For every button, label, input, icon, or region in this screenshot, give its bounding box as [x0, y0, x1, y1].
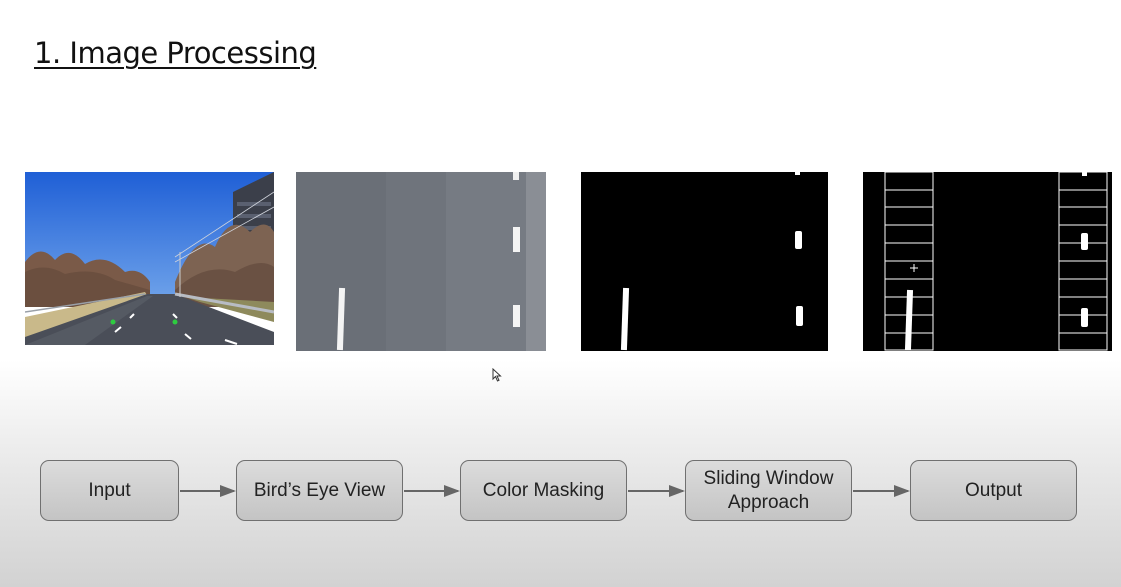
step-label: Output: [964, 479, 1023, 501]
color-mask-image: [581, 172, 828, 351]
sliding-window-image: [863, 172, 1112, 351]
step-color-masking-box: Color Masking: [460, 460, 627, 521]
step-output-box: Output: [910, 460, 1077, 521]
birds-eye-view-image: [296, 172, 546, 351]
input-road-image: [25, 172, 274, 345]
mouse-cursor-icon: [492, 367, 502, 387]
step-label: Bird’s Eye View: [253, 479, 386, 501]
step-label: Sliding Window Approach: [703, 467, 834, 513]
step-input-box: Input: [40, 460, 179, 521]
step-label: Input: [88, 479, 131, 501]
step-label: Color Masking: [482, 479, 605, 501]
step-sliding-window-box: Sliding Window Approach: [685, 460, 852, 521]
slide-title: 1. Image Processing: [34, 36, 317, 70]
step-birds-eye-view-box: Bird’s Eye View: [236, 460, 403, 521]
